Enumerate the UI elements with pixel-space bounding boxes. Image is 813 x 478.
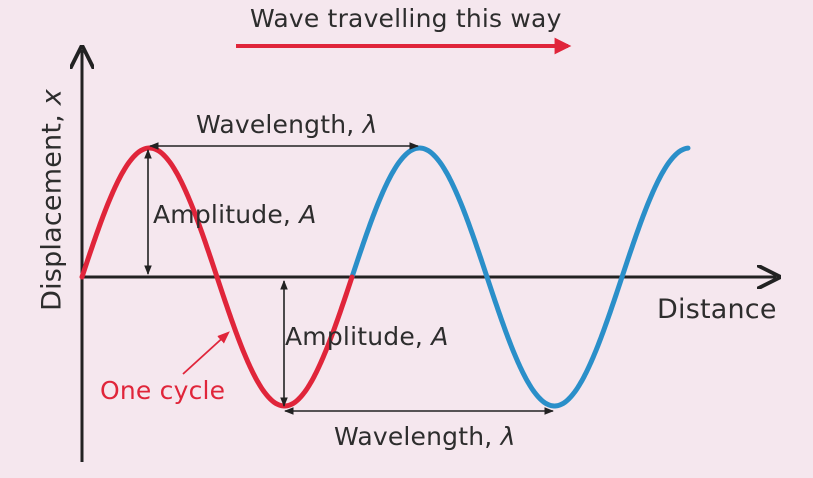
amplitude-top-text: Amplitude,: [153, 200, 300, 229]
y-axis-label-text: Displacement,: [36, 105, 68, 311]
wavelength-top-text: Wavelength,: [196, 110, 363, 139]
amplitude-bottom-text: Amplitude,: [285, 322, 432, 351]
y-axis-symbol: x: [36, 89, 68, 106]
one-cycle-label: One cycle: [100, 378, 225, 403]
lambda-symbol: λ: [362, 110, 378, 139]
one-cycle-text: One cycle: [100, 376, 226, 405]
y-axis-label: Displacement, x: [36, 89, 68, 311]
one-cycle-pointer-arrow: [182, 331, 230, 375]
x-axis-label: Distance: [657, 296, 777, 323]
amplitude-top-label: Amplitude, A: [153, 202, 317, 227]
one-cycle-curve: [79, 145, 355, 409]
amplitude-bottom-label: Amplitude, A: [285, 324, 449, 349]
amplitude-symbol: A: [299, 200, 317, 229]
wavelength-bottom-label: Wavelength, λ: [334, 424, 516, 449]
direction-label: Wave travelling this way: [250, 6, 562, 31]
lambda-symbol: λ: [500, 422, 516, 451]
amplitude-symbol: A: [431, 322, 449, 351]
x-axis-label-text: Distance: [657, 294, 777, 325]
wavelength-top-label: Wavelength, λ: [196, 112, 378, 137]
wave-continuation-curve: [349, 145, 691, 409]
direction-label-text: Wave travelling this way: [250, 4, 562, 33]
wavelength-bottom-text: Wavelength,: [334, 422, 501, 451]
